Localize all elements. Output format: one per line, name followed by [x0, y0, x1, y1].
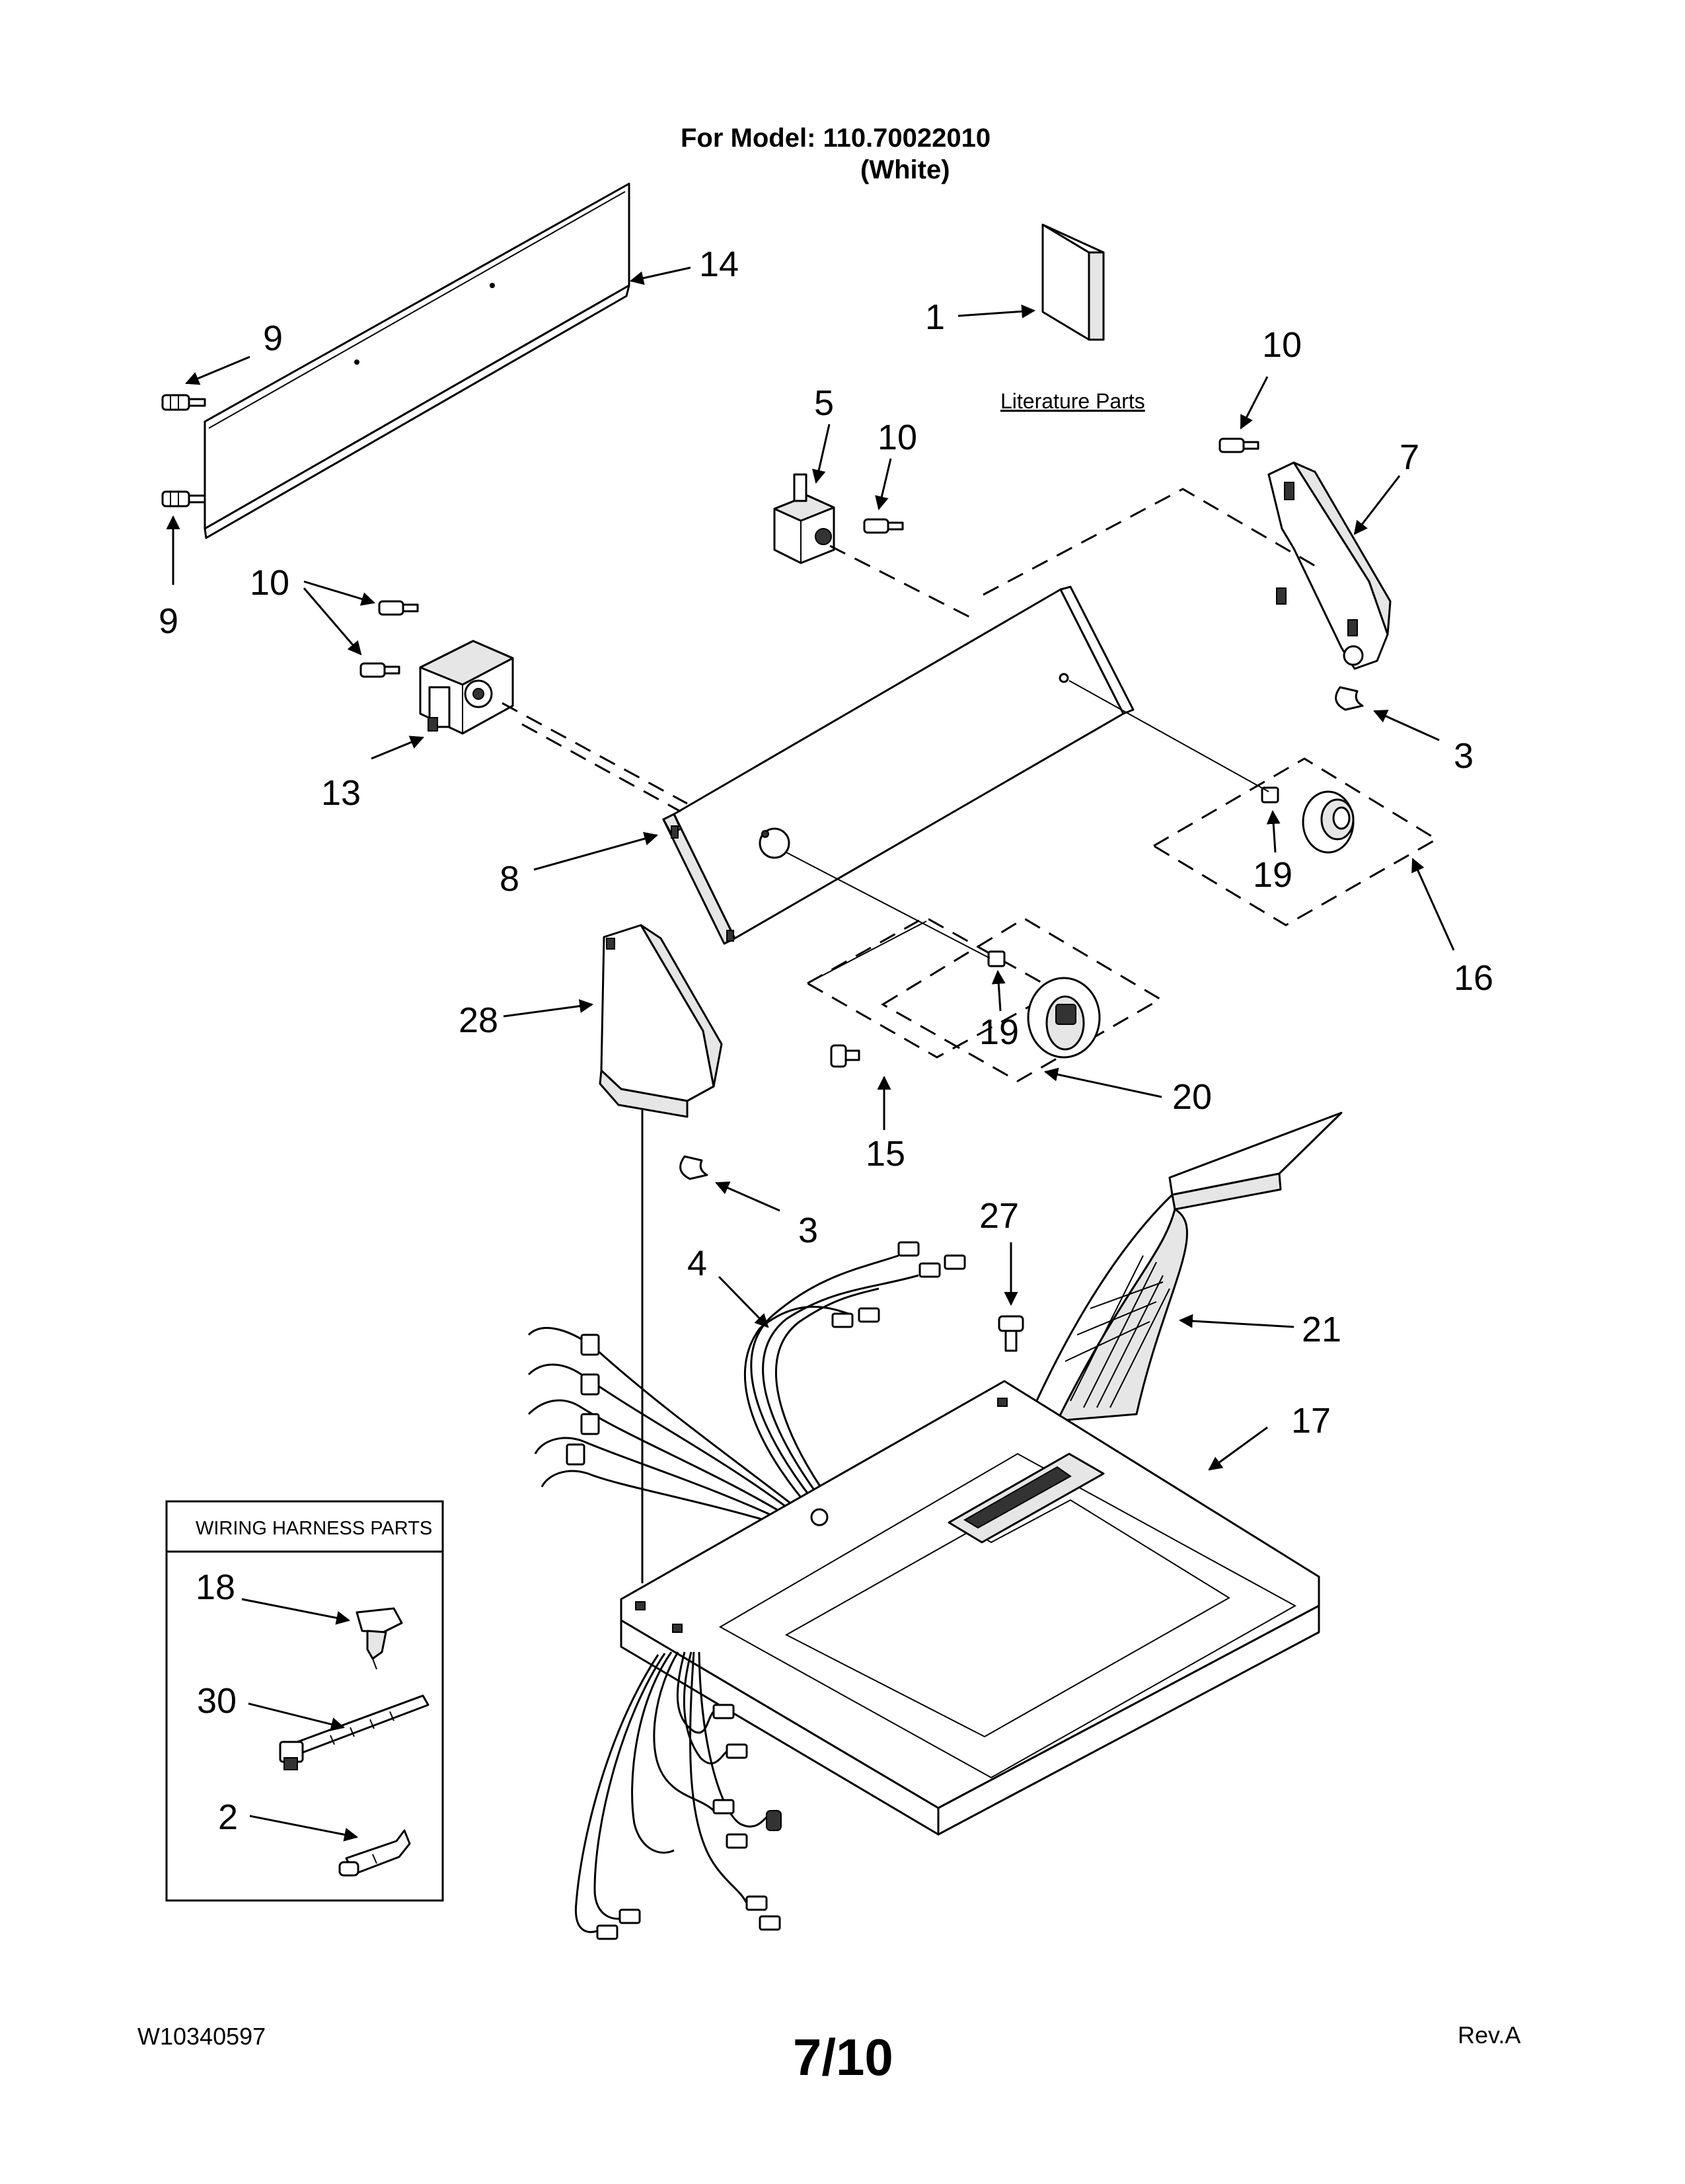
- callout-20: 20: [1172, 1077, 1212, 1117]
- part-9-screw-lower: [161, 490, 206, 508]
- leader-10-center: [875, 458, 892, 511]
- wiring-box-title: WIRING HARNESS PARTS: [196, 1518, 432, 1539]
- part-13-timer: [419, 640, 514, 735]
- callout-14: 14: [699, 245, 739, 284]
- callout-18: 18: [196, 1567, 235, 1607]
- part-18-clip: [356, 1607, 403, 1670]
- part-14-rear-panel: [204, 182, 630, 539]
- leader-30: [248, 1702, 346, 1731]
- callout-17: 17: [1291, 1401, 1331, 1441]
- leader-17: [1208, 1426, 1268, 1471]
- callout-13: 13: [321, 773, 361, 813]
- callout-1: 1: [925, 297, 945, 337]
- callout-15: 15: [866, 1134, 905, 1174]
- callout-5: 5: [814, 383, 834, 423]
- leader-3-right: [1373, 710, 1440, 741]
- part-10-screws-left: [359, 600, 419, 678]
- callout-4: 4: [687, 1244, 707, 1283]
- callout-8: 8: [500, 859, 519, 899]
- part-2-terminal: [338, 1829, 411, 1877]
- leader-16: [1411, 858, 1455, 951]
- part-3-clip-right: [1335, 686, 1364, 711]
- revision-label: Rev.A: [1458, 2021, 1520, 2049]
- leader-18: [241, 1598, 351, 1625]
- wiring-harness-parts-box: [165, 1500, 444, 1902]
- leader-28: [503, 999, 594, 1018]
- leader-7: [1353, 475, 1401, 535]
- assembly-guide-lines: [502, 488, 1322, 1583]
- callout-19-right: 19: [1253, 855, 1292, 895]
- leader-21: [1178, 1314, 1294, 1328]
- part-28-cover: [599, 924, 723, 1118]
- leader-19-center: [991, 969, 1006, 1012]
- leader-9-upper: [185, 356, 250, 385]
- callout-2: 2: [218, 1797, 238, 1837]
- callout-21: 21: [1302, 1310, 1341, 1349]
- part-21-lint-screen: [1027, 1111, 1343, 1422]
- leader-10-left-a: [303, 580, 376, 606]
- callout-16: 16: [1454, 958, 1493, 998]
- part-20-knob-assembly: [805, 916, 1162, 1082]
- part-30-cable-tie: [279, 1694, 430, 1770]
- model-color: (White): [860, 155, 950, 184]
- part-3-clip-center: [679, 1155, 708, 1180]
- callout-10-right: 10: [1262, 325, 1302, 365]
- part-10-screw-center: [863, 518, 904, 534]
- leader-19-right: [1266, 810, 1281, 853]
- page-number: 7/10: [793, 2028, 893, 2086]
- part-5-switch: [773, 473, 835, 564]
- leader-14: [629, 266, 691, 285]
- callout-10-left: 10: [250, 563, 289, 603]
- part-7-end-cap: [1267, 461, 1392, 670]
- model-title: For Model: 110.70022010: [681, 124, 991, 153]
- leader-3-center: [715, 1181, 780, 1212]
- leader-1: [957, 304, 1036, 319]
- leader-2: [249, 1815, 359, 1842]
- lower-wire-harness: [574, 1651, 782, 1940]
- leader-5: [811, 424, 831, 484]
- part-15-screw: [830, 1044, 860, 1068]
- part-1-literature-booklet: [1041, 223, 1105, 341]
- callout-19-center: 19: [979, 1012, 1019, 1052]
- part-16-knob-assembly: [1152, 757, 1439, 926]
- leader-20: [1043, 1067, 1162, 1098]
- document-number: W10340597: [137, 2023, 266, 2050]
- part-10-screw-right: [1218, 437, 1259, 453]
- callout-9-upper: 9: [263, 319, 283, 358]
- callout-27: 27: [979, 1196, 1019, 1236]
- callout-28: 28: [459, 1000, 498, 1040]
- part-27-screw: [998, 1315, 1024, 1352]
- part-8-console: [662, 585, 1135, 945]
- part-9-screw-upper: [161, 394, 206, 411]
- part-17-top-panel: [620, 1380, 1320, 1836]
- leader-8: [533, 831, 659, 871]
- literature-parts-label: Literature Parts: [1000, 389, 1145, 413]
- callout-7: 7: [1400, 437, 1419, 477]
- callout-9-lower: 9: [159, 601, 178, 641]
- leader-10-left-b: [303, 587, 362, 656]
- leader-4: [718, 1275, 769, 1328]
- callout-3-right: 3: [1454, 736, 1474, 776]
- callout-30: 30: [197, 1681, 237, 1721]
- callout-3-center: 3: [798, 1211, 818, 1250]
- leader-13: [371, 735, 424, 760]
- callout-10-center: 10: [878, 418, 917, 457]
- leader-10-right: [1240, 376, 1269, 430]
